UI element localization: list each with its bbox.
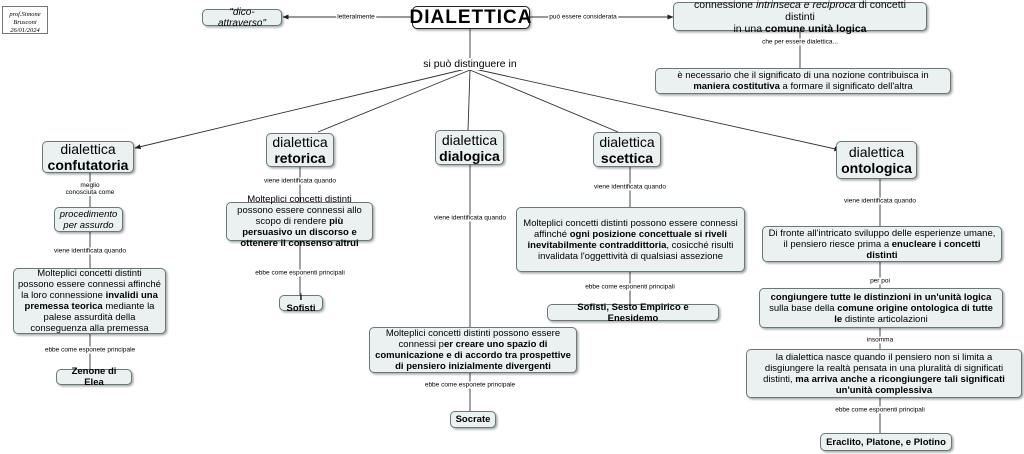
confutatoria-desc-text: Molteplici concetti distinti possono ess… [18, 268, 161, 334]
link-label-dialogica-esponete: ebbe come esponete principale [423, 381, 517, 389]
link-label-retorica-quando: viene identificata quando [263, 177, 337, 185]
scettica-desc-node[interactable]: Molteplici concetti distinti possono ess… [516, 207, 745, 272]
dialogica-desc-text: Molteplici concetti distinti possono ess… [375, 328, 571, 372]
sofisti-text: i Sofisti [286, 292, 316, 314]
retorica-title2: retorica [274, 150, 326, 166]
link-label-distinguere: si può distinguere in [422, 58, 518, 70]
root-title: DIALETTICA [409, 7, 533, 28]
socrate-text: Socrate [455, 414, 491, 425]
link-label-letteralmente: letteralmente [336, 13, 376, 21]
socrate-node[interactable]: Socrate [450, 411, 496, 428]
ontologica-title2: ontologica [841, 160, 912, 176]
dialogica-title1: dialettica [441, 131, 498, 148]
maniera-costitutiva-node[interactable]: è necessario che il significato di una n… [655, 68, 951, 94]
connessione-node[interactable]: connessione intrinseca e reciproca di co… [673, 0, 927, 35]
zenone-text: Zenone di Elea [71, 366, 117, 388]
scettica-title2: scettica [600, 149, 654, 166]
confutatoria-node[interactable]: dialettica confutatoria [42, 141, 134, 173]
link-label-ontologica-esponenti: ebbe come esponenti principali [834, 406, 926, 414]
scettica-title1: dialettica [599, 133, 655, 150]
ricongiungere-text: la dialettica nasce quando il pensiero n… [763, 351, 1005, 396]
ontologica-node[interactable]: dialettica ontologica [836, 141, 917, 179]
procedimento-node[interactable]: procedimento per assurdo [54, 207, 123, 232]
dico-attraverso-node[interactable]: "dico-attraverso" [202, 6, 282, 29]
zenone-node[interactable]: Zenone di Elea [56, 366, 132, 388]
enucleare-text: Di fronte all'intricato sviluppo delle e… [768, 227, 996, 261]
confutatoria-desc-node[interactable]: Molteplici concetti distinti possono ess… [13, 268, 166, 334]
link-to-confutatoria [134, 67, 471, 150]
ontologica-title1: dialettica [848, 144, 905, 160]
dialogica-desc-node[interactable]: Molteplici concetti distinti possono ess… [369, 327, 577, 373]
link-label-dialogica-quando: viene identificata quando [433, 214, 507, 222]
retorica-desc-node[interactable]: Molteplici concetti distinti possono ess… [226, 194, 373, 249]
eraclito-text: Eraclito, Platone, e Plotino [826, 436, 946, 448]
link-label-confutatoria-esponete: ebbe come esponete principale [43, 346, 137, 354]
scettica-node[interactable]: dialettica scettica [593, 132, 661, 167]
confutatoria-title1: dialettica [60, 141, 116, 157]
link-label-confutatoria-quando: viene identificata quando [53, 247, 127, 255]
confutatoria-title2: confutatoria [47, 157, 129, 173]
author-credit: prof.Simone Brusconi 26/01/2024 [2, 6, 48, 34]
link-label-per-essere-dialettica: che per essere dialettica... [761, 38, 839, 46]
scettica-desc-text: Molteplici concetti distinti possono ess… [523, 217, 738, 262]
link-label-per-poi: per poi [869, 277, 891, 285]
link-to-dialogica [467, 69, 471, 131]
eraclito-node[interactable]: Eraclito, Platone, e Plotino [820, 433, 952, 451]
congiungere-node[interactable]: congiungere tutte le distinzioni in un'u… [759, 288, 1003, 328]
sesto-empirico-node[interactable]: Sofisti, Sesto Empirico e Enesidemo [547, 301, 719, 324]
link-label-scettica-quando: viene identificata quando [593, 183, 667, 191]
credit-date: 26/01/2024 [10, 27, 40, 34]
dialogica-node[interactable]: dialettica dialogica [435, 130, 504, 165]
congiungere-text: congiungere tutte le distinzioni in un'u… [769, 291, 993, 325]
retorica-node[interactable]: dialettica retorica [266, 133, 334, 167]
dialogica-title2: dialogica [439, 147, 500, 164]
connessione-line2: in una comune unità logica [733, 22, 867, 35]
sofisti-node[interactable]: i Sofisti [279, 292, 323, 314]
link-to-retorica [317, 69, 471, 133]
link-label-insomma: insomma [865, 336, 895, 344]
link-to-ontologica [469, 67, 841, 152]
link-label-considerata: può essere considerata [548, 13, 618, 21]
credit-author: prof.Simone Brusconi [9, 11, 41, 26]
root-node[interactable]: DIALETTICA [409, 6, 533, 29]
link-label-retorica-esponenti: ebbe come esponenti principali [254, 269, 346, 277]
dico-text: "dico-attraverso" [217, 6, 266, 29]
maniera-costitutiva-text: è necessario che il significato di una n… [677, 70, 929, 92]
link-label-conosciuta: meglio conosciuta come [64, 182, 116, 196]
procedimento-text: procedimento per assurdo [59, 208, 118, 231]
connessione-line1: connessione intrinseca e reciproca di co… [694, 0, 906, 23]
ricongiungere-node[interactable]: la dialettica nasce quando il pensiero n… [746, 349, 1022, 398]
link-label-ontologica-quando: viene identificata quando [843, 197, 917, 205]
retorica-desc-text: Molteplici concetti distinti possono ess… [237, 194, 362, 249]
enucleare-node[interactable]: Di fronte all'intricato sviluppo delle e… [762, 226, 1002, 262]
link-label-scettica-esponenti: ebbe come esponenti principali [584, 283, 676, 291]
retorica-title1: dialettica [272, 134, 328, 150]
sesto-empirico-text: Sofisti, Sesto Empirico e Enesidemo [577, 301, 689, 324]
link-to-scettica [469, 69, 619, 133]
